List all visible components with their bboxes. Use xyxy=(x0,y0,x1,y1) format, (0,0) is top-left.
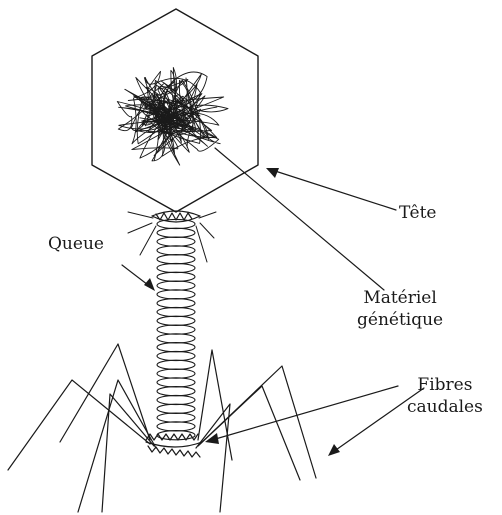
tail-ring xyxy=(157,369,195,378)
tail-fibres xyxy=(8,344,316,512)
label-fibres-line-2: caudales xyxy=(407,396,483,418)
tail-ring xyxy=(157,299,195,308)
label-fibres-caudales: Fibres caudales xyxy=(407,374,483,418)
label-materiel-line-2: génétique xyxy=(357,309,443,331)
tail-ring xyxy=(157,334,195,343)
tail-ring xyxy=(157,219,195,228)
tail-ring xyxy=(157,404,195,413)
tail-ring xyxy=(157,422,195,431)
tail-ring xyxy=(157,325,195,334)
tail-ring xyxy=(157,351,195,360)
label-queue: Queue xyxy=(48,233,104,255)
label-materiel-line-1: Matériel xyxy=(357,287,443,309)
tail-ring xyxy=(157,237,195,246)
arrowhead-tete xyxy=(266,168,279,178)
tail-ring xyxy=(157,307,195,316)
genetic-material xyxy=(117,68,228,166)
leader-fibres-1 xyxy=(212,386,398,440)
tail-ring xyxy=(157,228,195,237)
arrowhead-fibres-2 xyxy=(328,444,340,456)
tail-ring xyxy=(157,413,195,422)
label-tete: Tête xyxy=(399,202,436,224)
tail-ring xyxy=(157,360,195,369)
leader-materiel xyxy=(215,148,384,290)
tail-ring xyxy=(157,281,195,290)
tail-ring xyxy=(157,378,195,387)
tail-ring xyxy=(157,272,195,281)
leader-tete xyxy=(272,170,396,210)
label-fibres-line-1: Fibres xyxy=(407,374,483,396)
tail-ring xyxy=(157,255,195,264)
label-materiel-genetique: Matériel génétique xyxy=(357,287,443,331)
tail-ring xyxy=(157,387,195,396)
arrowhead-queue xyxy=(144,278,155,291)
tail-ring xyxy=(157,316,195,325)
tail-ring xyxy=(157,263,195,272)
tail-ring xyxy=(157,246,195,255)
tail-sheath xyxy=(157,219,195,439)
arrowhead-fibres-1 xyxy=(205,433,219,444)
tail-ring xyxy=(157,343,195,352)
tail-ring xyxy=(157,395,195,404)
tail-ring xyxy=(157,290,195,299)
